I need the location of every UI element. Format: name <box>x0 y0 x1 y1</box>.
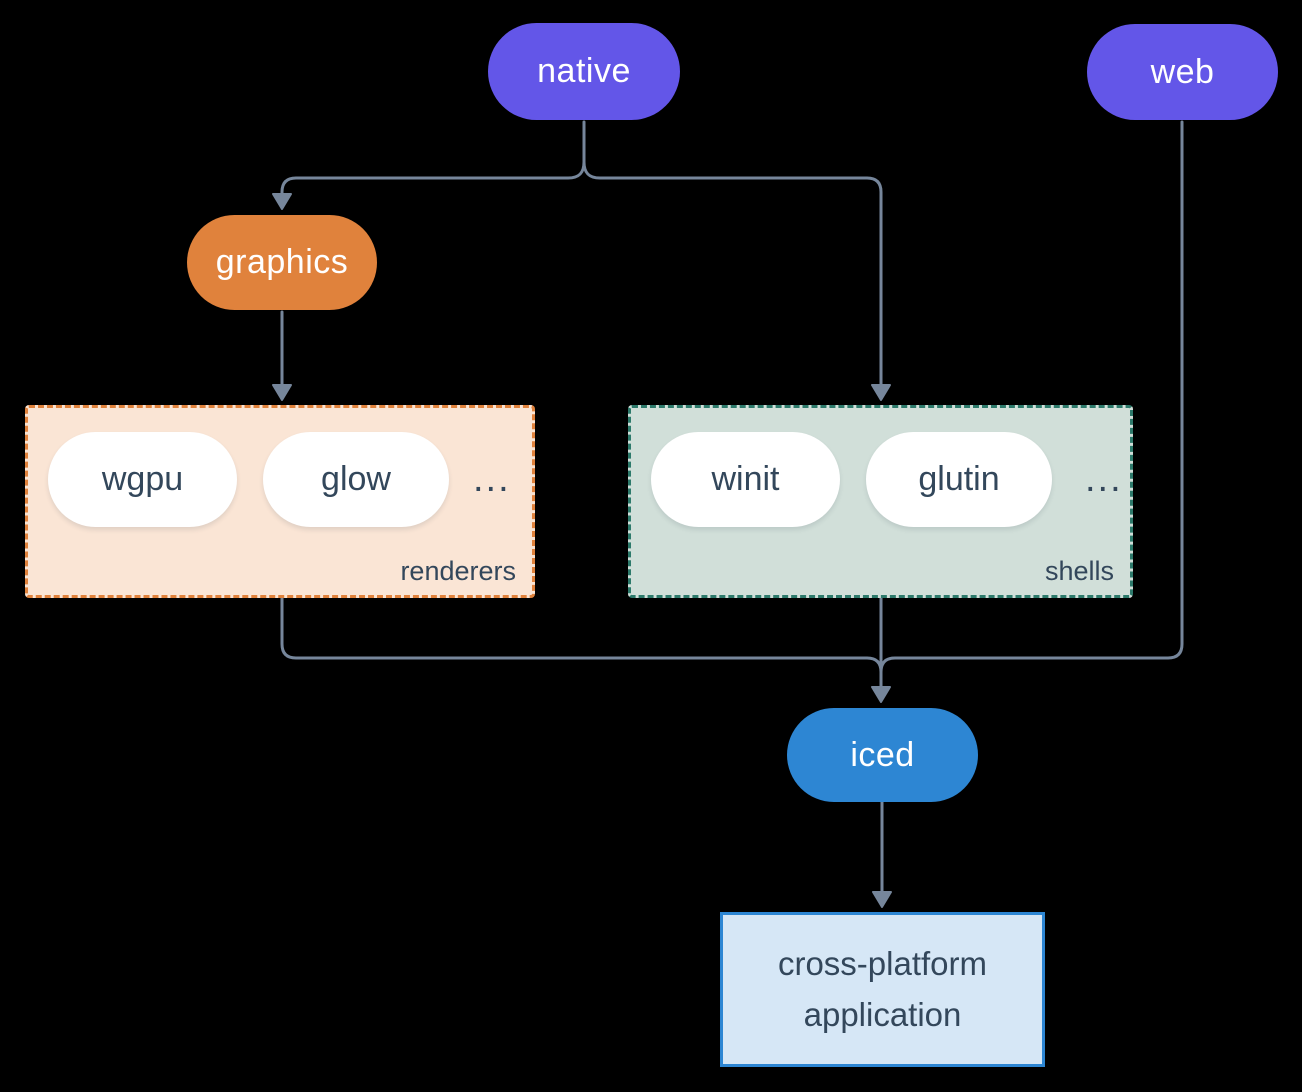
arrowhead-graphics <box>272 193 292 210</box>
shells-group-label: shells <box>1044 556 1114 586</box>
node-graphics: graphics <box>187 215 377 310</box>
arrowhead-application <box>872 891 892 908</box>
edge-renderers-iced <box>280 596 883 674</box>
edge-web-iced <box>879 120 1184 674</box>
edge-native-graphics <box>280 120 586 199</box>
node-glow-label: glow <box>321 460 391 498</box>
node-native: native <box>488 23 680 120</box>
node-iced: iced <box>787 708 978 802</box>
arrowhead-shells <box>871 384 891 401</box>
application-label-line1: cross-platform <box>777 945 988 982</box>
arrowhead-iced <box>871 686 891 703</box>
application-label-line2: application <box>803 996 962 1033</box>
node-web-label: web <box>1150 52 1215 91</box>
group-renderers: wgpu glow ... renderers <box>25 405 535 598</box>
node-winit-label: winit <box>711 460 780 498</box>
node-glutin-label: glutin <box>918 460 1000 498</box>
edge-native-shells <box>582 160 883 389</box>
renderers-group-label: renderers <box>400 556 516 586</box>
group-shells: winit glutin ... shells <box>628 405 1133 598</box>
arrowhead-renderers <box>272 384 292 401</box>
node-native-label: native <box>537 52 631 90</box>
shells-ellipsis: ... <box>1085 458 1123 500</box>
node-winit: winit <box>651 432 840 527</box>
node-cross-platform-application: cross-platform application <box>720 912 1045 1067</box>
node-iced-label: iced <box>850 735 915 774</box>
node-wgpu: wgpu <box>48 432 237 527</box>
node-glutin: glutin <box>866 432 1052 527</box>
node-graphics-label: graphics <box>215 243 349 281</box>
node-wgpu-label: wgpu <box>101 460 184 498</box>
renderers-ellipsis: ... <box>473 458 511 500</box>
node-web: web <box>1087 24 1278 120</box>
node-glow: glow <box>263 432 449 527</box>
